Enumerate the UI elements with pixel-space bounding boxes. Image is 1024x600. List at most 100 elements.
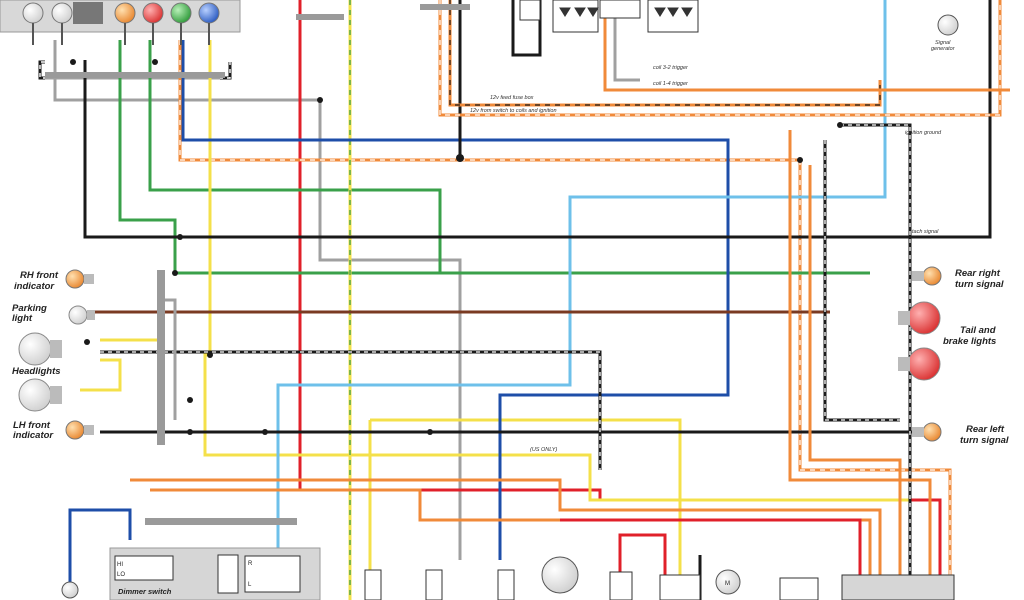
wire-black-tach — [83, 0, 992, 239]
wire-orange-2d — [449, 0, 881, 106]
ignitor-unit — [599, 0, 641, 19]
label-lh-front-1: LH front — [13, 420, 51, 431]
right-lights — [898, 266, 942, 442]
starter-relay — [659, 574, 701, 600]
bulb-blue-cluster — [198, 2, 220, 24]
wire-orange-left-2 — [150, 488, 872, 590]
dimmer-hi-lo-box — [114, 555, 174, 581]
instrument-cluster — [0, 0, 241, 45]
wire-orange-4 — [613, 0, 640, 82]
signal-generator-icon — [937, 14, 959, 36]
label-signal-gen-2: generator — [931, 46, 956, 52]
wire-red-main — [298, 0, 942, 590]
label-motor: M — [725, 581, 730, 587]
bundle-left-vertical — [157, 270, 165, 445]
left-lights — [18, 269, 95, 440]
label-ignition-ground: ignition ground — [905, 130, 942, 136]
label-rear-right-1: Rear right — [955, 268, 1001, 279]
bottom-components — [61, 547, 955, 600]
wire-bw-3d — [824, 140, 900, 421]
label-rear-left-2: turn signal — [960, 435, 1009, 446]
relay-top — [519, 0, 541, 21]
label-tail-1: Tail and — [960, 325, 996, 336]
wire-yellow-3 — [370, 418, 682, 580]
wire-green-2 — [118, 40, 440, 275]
junction-dots — [70, 59, 843, 435]
wire-orange-3 — [603, 0, 1010, 92]
switch-c — [497, 569, 515, 600]
label-signal-gen-1: Signal — [935, 40, 951, 46]
horn-icon — [61, 581, 79, 599]
label-switch-r: R — [248, 561, 253, 567]
wire-headlight-2 — [80, 358, 122, 392]
dimmer-switch-2 — [217, 554, 239, 594]
label-rear-left-1: Rear left — [966, 424, 1005, 435]
bulb-white-1 — [22, 2, 44, 24]
text-labels: RH front indicator Parking light Headlig… — [12, 40, 1009, 596]
bundle-top — [45, 72, 225, 78]
rear-left-turn-bulb — [912, 422, 942, 442]
harness-bundles — [45, 4, 470, 525]
fuse-box — [841, 574, 955, 600]
wire-red-2 — [560, 518, 862, 590]
bulb-amber-cluster — [114, 2, 136, 24]
switch-a — [364, 569, 382, 600]
indicator-box — [73, 2, 103, 24]
label-headlights: Headlights — [12, 366, 61, 377]
starter-motor-icon — [715, 569, 741, 595]
wire-blue-left — [68, 508, 132, 590]
wire-orange-coil-d — [439, 0, 1001, 116]
bundle-top-2 — [296, 14, 344, 20]
label-dimmer-hi: HI — [117, 562, 123, 568]
wire-black-4 — [511, 0, 542, 57]
rh-front-indicator-bulb — [65, 269, 94, 289]
bulb-white-2 — [51, 2, 73, 24]
top-components — [519, 0, 959, 36]
wire-bw-3 — [823, 140, 900, 422]
label-feed-fuse: 12v feed fuse box — [490, 95, 534, 101]
label-lh-front-2: indicator — [13, 430, 54, 441]
parking-light-bulb — [68, 305, 95, 325]
label-coil-1-4: coil 1-4 trigger — [653, 81, 689, 87]
label-switch-l: L — [248, 582, 252, 588]
wires — [38, 0, 1010, 600]
wire-red-3 — [618, 533, 667, 575]
wire-orange-main — [178, 40, 952, 590]
wire-bw-1d — [100, 351, 601, 470]
label-dimmer-switch: Dimmer switch — [118, 587, 172, 596]
wire-headlight — [100, 338, 162, 348]
wire-orange-left — [130, 478, 882, 590]
bundle-top-3 — [420, 4, 470, 10]
headlight-bulb-2 — [18, 378, 62, 412]
turn-switch-box — [244, 555, 301, 593]
headlight-bulb-1 — [18, 332, 62, 366]
wire-orange-6 — [808, 165, 902, 590]
label-rear-right-2: turn signal — [955, 279, 1004, 290]
regulator-box — [779, 577, 819, 600]
bulb-green-cluster — [170, 2, 192, 24]
diode-block-2 — [647, 0, 699, 33]
wire-green — [148, 40, 870, 275]
label-parking-2: light — [12, 313, 33, 324]
neutral-switch-icon — [541, 556, 579, 594]
rear-right-turn-bulb — [912, 266, 942, 286]
wire-orange-5 — [788, 130, 932, 590]
lh-front-indicator-bulb — [65, 420, 94, 440]
wire-grey-2 — [165, 298, 177, 420]
battery-icon — [609, 571, 633, 600]
label-rh-front-1: RH front — [20, 270, 59, 281]
label-switch-coils: 12v from switch to coils and ignition — [470, 108, 557, 114]
tail-brake-bulb-2 — [898, 347, 941, 381]
diode-block — [552, 0, 599, 33]
label-parking-1: Parking — [12, 303, 47, 314]
wire-bw-2d — [840, 124, 911, 600]
label-coil-3-2: coil 3-2 trigger — [653, 65, 689, 71]
label-rh-front-2: indicator — [14, 281, 55, 292]
switch-b — [425, 569, 443, 600]
label-dimmer-lo: LO — [117, 572, 125, 578]
tail-brake-bulb-1 — [898, 301, 941, 335]
bulb-red-cluster — [142, 2, 164, 24]
label-us-only: (US ONLY) — [530, 447, 557, 453]
wire-orange-main-d — [179, 40, 951, 590]
